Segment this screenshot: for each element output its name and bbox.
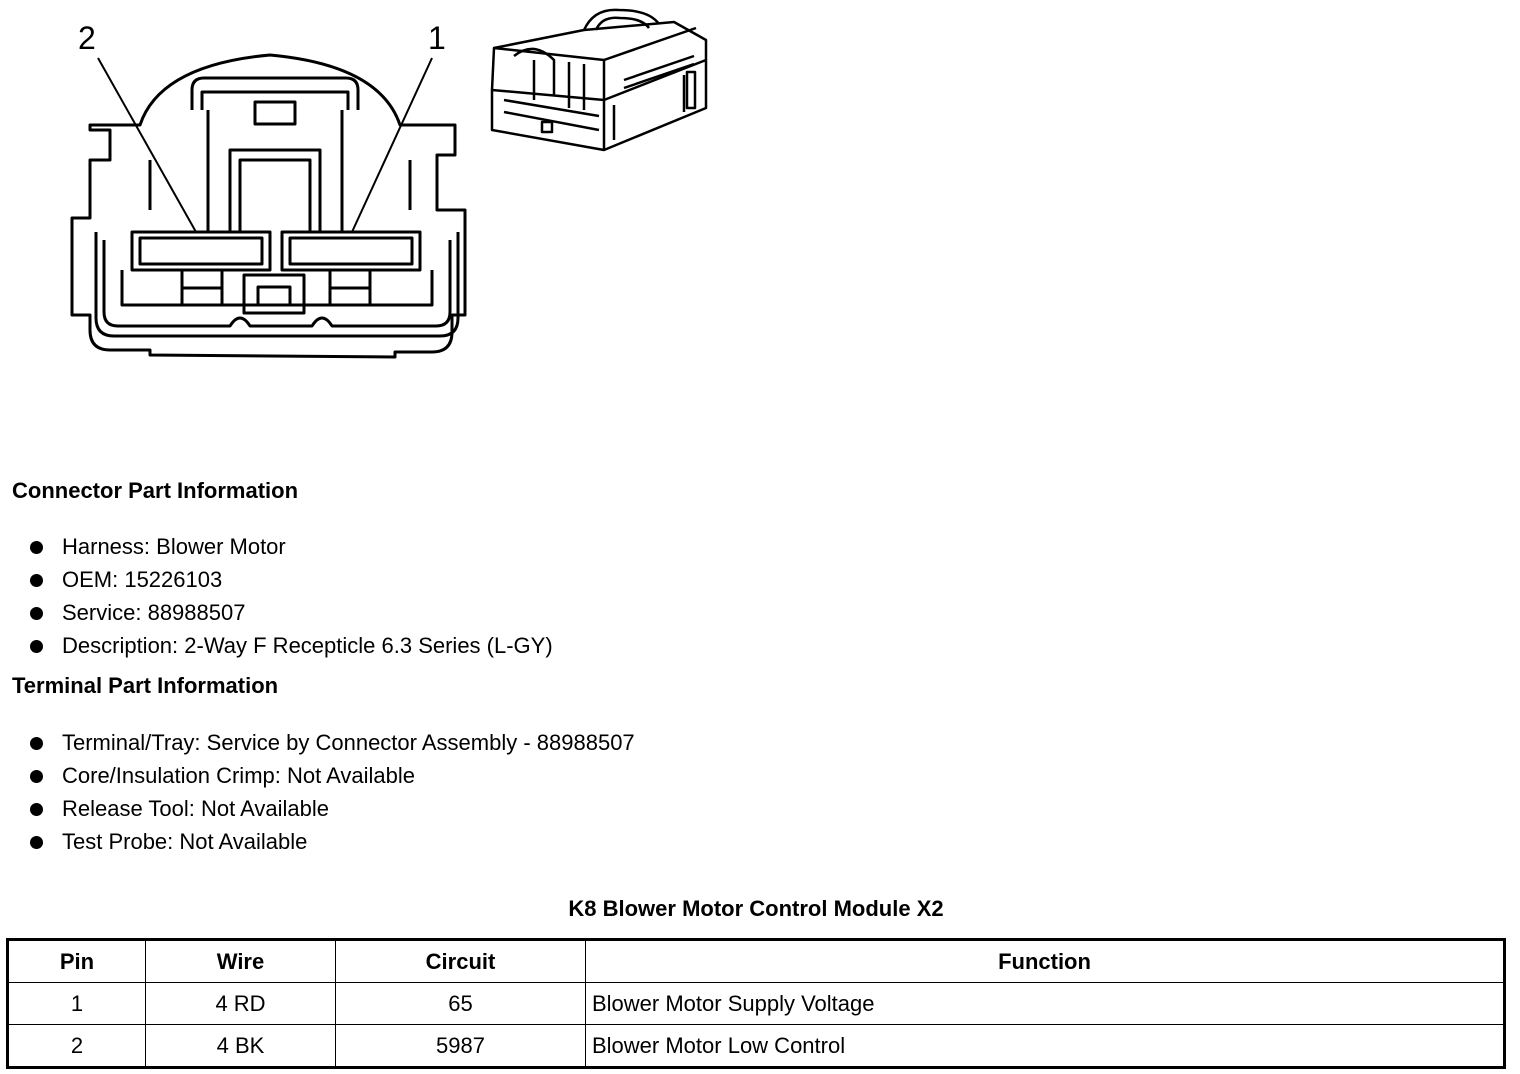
header-pin: Pin <box>7 939 146 983</box>
list-item: Test Probe: Not Available <box>28 825 635 858</box>
pin-label-2: 2 <box>78 20 96 56</box>
pin-table: Pin Wire Circuit Function 1 4 RD 65 Blow… <box>6 938 1506 1069</box>
list-item: Terminal/Tray: Service by Connector Asse… <box>28 726 635 759</box>
connector-info-title: Connector Part Information <box>12 478 299 503</box>
list-item: OEM: 15226103 <box>28 563 553 596</box>
connector-info-list: Harness: Blower Motor OEM: 15226103 Serv… <box>28 530 553 662</box>
table-header-row: Pin Wire Circuit Function <box>7 939 1505 983</box>
connector-face-diagram <box>70 53 467 359</box>
table-row: 1 4 RD 65 Blower Motor Supply Voltage <box>7 982 1505 1025</box>
cell-wire: 4 RD <box>145 982 336 1025</box>
cell-wire: 4 BK <box>145 1024 336 1068</box>
connector-perspective-diagram <box>490 8 708 152</box>
pin-table-title: K8 Blower Motor Control Module X2 <box>568 896 944 921</box>
list-item: Core/Insulation Crimp: Not Available <box>28 759 635 792</box>
cell-circuit: 65 <box>335 982 586 1025</box>
header-wire: Wire <box>145 939 336 983</box>
list-item: Harness: Blower Motor <box>28 530 553 563</box>
table-row: 2 4 BK 5987 Blower Motor Low Control <box>7 1024 1505 1068</box>
list-item: Release Tool: Not Available <box>28 792 635 825</box>
cell-function: Blower Motor Supply Voltage <box>585 982 1505 1025</box>
cell-pin: 1 <box>7 982 146 1025</box>
header-function: Function <box>585 939 1505 983</box>
list-item: Service: 88988507 <box>28 596 553 629</box>
pin-label-1: 1 <box>428 20 446 56</box>
terminal-info-title: Terminal Part Information <box>12 673 279 698</box>
cell-function: Blower Motor Low Control <box>585 1024 1505 1068</box>
list-item: Description: 2-Way F Recepticle 6.3 Seri… <box>28 629 553 662</box>
cell-pin: 2 <box>7 1024 146 1068</box>
header-circuit: Circuit <box>335 939 586 983</box>
terminal-info-list: Terminal/Tray: Service by Connector Asse… <box>28 726 635 858</box>
cell-circuit: 5987 <box>335 1024 586 1068</box>
